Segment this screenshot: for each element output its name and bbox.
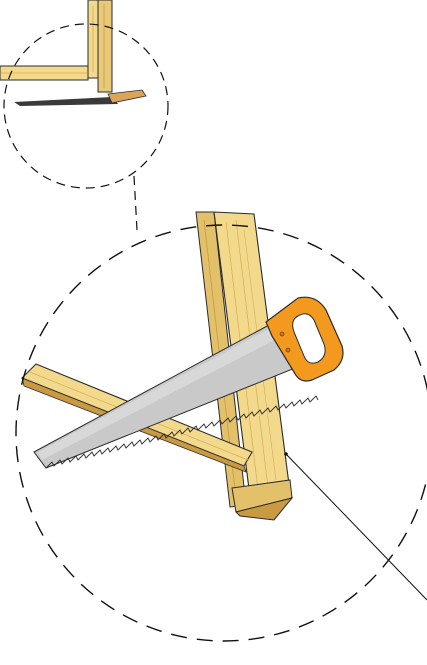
leader-line bbox=[285, 453, 427, 601]
small-detail-view bbox=[0, 0, 169, 189]
small-dashed-circle bbox=[3, 23, 169, 189]
large-dashed-circle bbox=[15, 224, 427, 642]
large-detail-view bbox=[15, 211, 427, 642]
hand-saw bbox=[33, 296, 344, 469]
callout-connector bbox=[133, 175, 138, 231]
saw-teeth bbox=[45, 395, 319, 469]
saw-handle bbox=[265, 296, 344, 382]
small-rail bbox=[0, 65, 89, 81]
small-post bbox=[87, 0, 113, 93]
board-end-block bbox=[231, 479, 294, 521]
small-cut-piece bbox=[14, 89, 147, 106]
